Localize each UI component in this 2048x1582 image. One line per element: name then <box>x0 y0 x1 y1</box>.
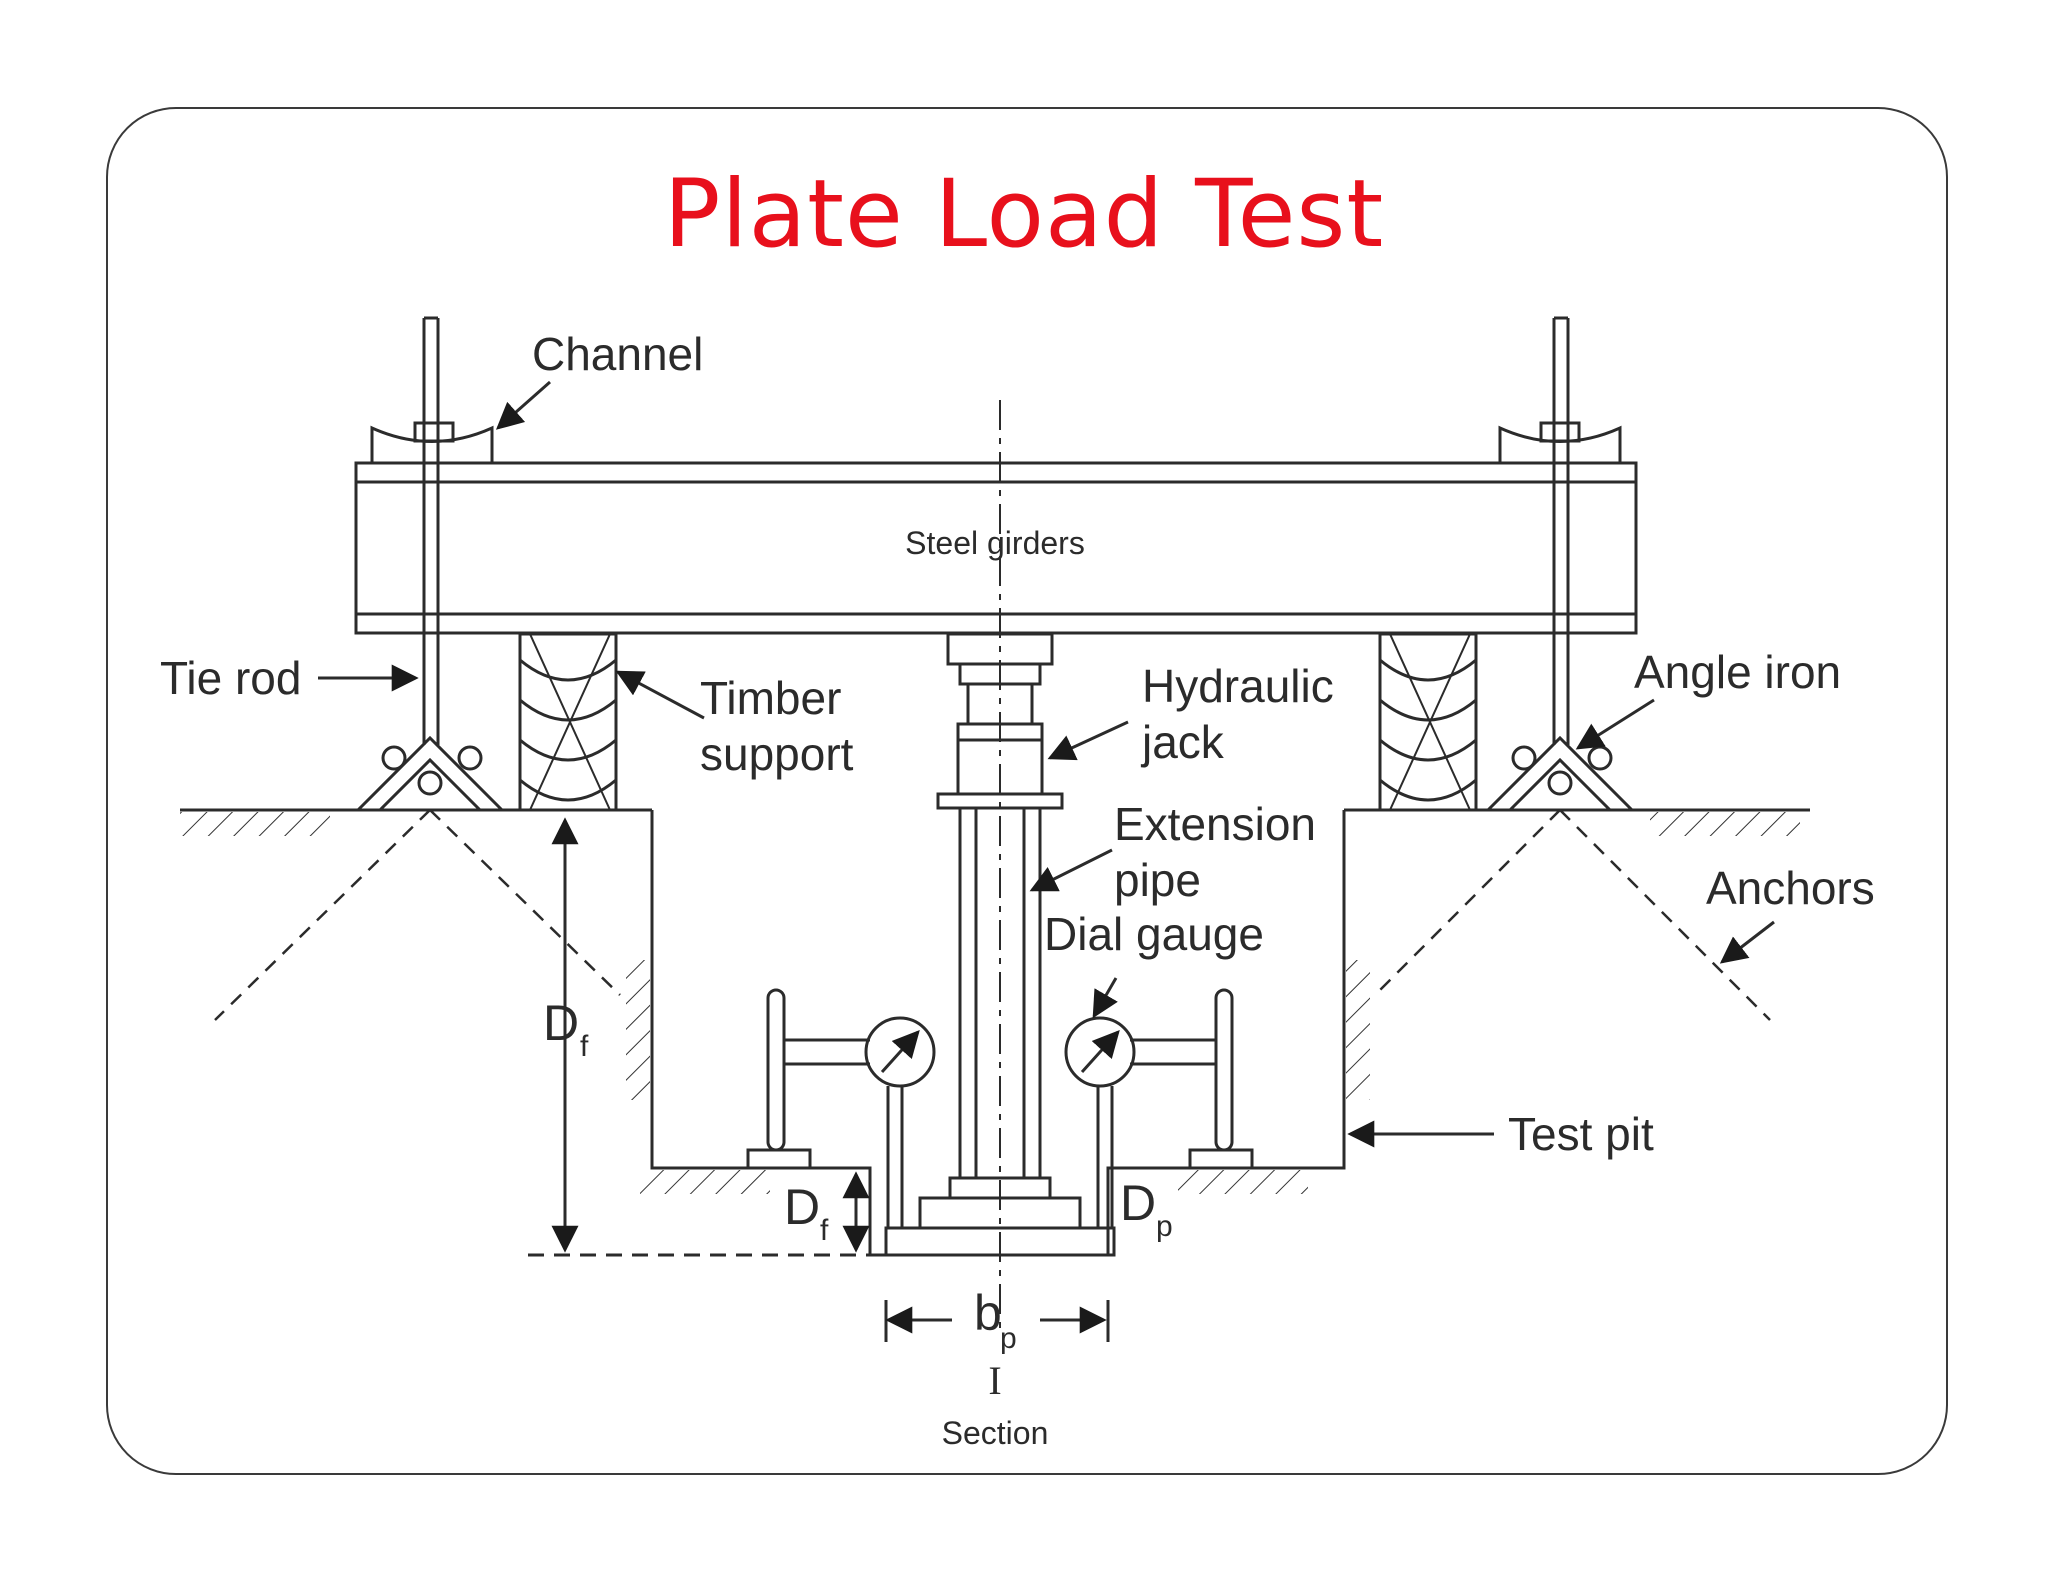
angle-iron-label: Angle iron <box>1634 646 1841 698</box>
anchors-label: Anchors <box>1706 862 1875 914</box>
support-label: support <box>700 728 854 780</box>
hydraulic-label: Hydraulic <box>1142 660 1334 712</box>
pipe-label: pipe <box>1114 854 1201 906</box>
dp-symbol: D p <box>1120 1175 1173 1243</box>
dimension-bp <box>884 1300 1110 1342</box>
svg-text:p: p <box>1156 1210 1173 1243</box>
steel-girders-label: Steel girders <box>905 525 1085 561</box>
anchors-leader <box>1719 920 1775 964</box>
tie-rod-right <box>1552 316 1570 745</box>
jack-leader <box>1047 720 1129 761</box>
anchors <box>214 809 1771 1021</box>
channel-leader <box>495 380 551 430</box>
extension-leader <box>1029 848 1113 892</box>
timber-label: Timber <box>700 672 841 724</box>
timber-support-right <box>1378 632 1478 812</box>
df-plate-symbol: D f <box>784 1179 829 1247</box>
dial-gauge-leader <box>1092 977 1118 1019</box>
test-plate <box>884 1176 1116 1257</box>
angle-iron-leader <box>1575 698 1655 750</box>
extension-label: Extension <box>1114 798 1316 850</box>
channel-label: Channel <box>532 328 703 380</box>
dimension-df-main <box>528 817 886 1257</box>
svg-text:D: D <box>784 1179 820 1235</box>
svg-text:D: D <box>1120 1175 1156 1231</box>
slide-title: Plate Load Test <box>663 160 1385 269</box>
test-pit-label: Test pit <box>1508 1108 1654 1160</box>
angle-iron-right <box>1486 735 1634 812</box>
svg-text:p: p <box>1000 1322 1017 1355</box>
angle-iron-left <box>356 735 504 812</box>
bp-symbol: b p <box>974 1285 1017 1355</box>
svg-text:b: b <box>974 1285 1002 1341</box>
dial-gauge-right <box>1064 988 1254 1228</box>
section-label: Section <box>942 1415 1049 1451</box>
timber-support-left <box>518 632 618 812</box>
dial-gauge-label: Dial gauge <box>1044 908 1264 960</box>
timber-leader <box>615 670 705 720</box>
svg-text:f: f <box>580 1030 589 1063</box>
section-mark: I <box>988 1358 1001 1403</box>
channel-left <box>370 421 494 463</box>
tie-rod-label: Tie rod <box>160 652 301 704</box>
df-main-symbol: D f <box>543 995 589 1063</box>
soil-hatching <box>180 812 1800 1194</box>
tie-rod-left <box>422 316 440 745</box>
jack-label: jack <box>1140 716 1225 768</box>
dial-gauge-left <box>746 988 936 1228</box>
test-pit <box>180 808 1810 1257</box>
svg-text:D: D <box>543 995 579 1051</box>
svg-text:f: f <box>820 1214 829 1247</box>
channel-right <box>1498 421 1622 463</box>
slide-frame <box>106 107 1948 1475</box>
